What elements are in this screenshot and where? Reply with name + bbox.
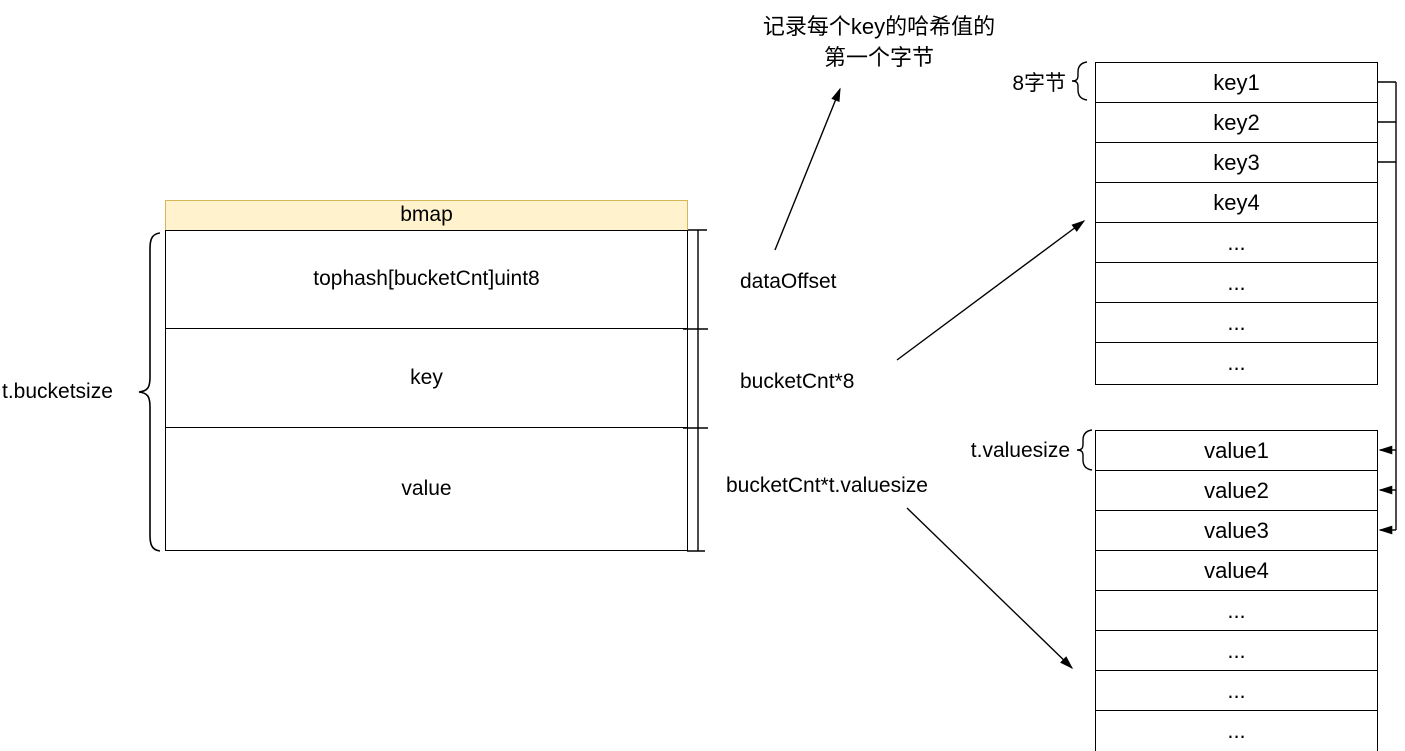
key-to-value-connectors: [1377, 81, 1397, 535]
bucketsize-label: t.bucketsize: [2, 380, 113, 403]
value-array-cell: ...: [1227, 718, 1246, 743]
value-array-cell: ...: [1096, 591, 1377, 631]
key-array-cell: ...: [1096, 263, 1377, 303]
tophash-annotation: 记录每个key的哈希值的 第一个字节: [728, 11, 1030, 73]
bucketcnt8-label: bucketCnt*8: [740, 370, 855, 393]
key-size-label: 8字节: [1012, 72, 1066, 95]
arrow-bucketcntvaluesize-to-values: [906, 507, 1074, 670]
tophash-annotation-line2: 第一个字节: [823, 45, 934, 70]
value-array-cell: value3: [1096, 511, 1377, 551]
bmap-row-key: key: [166, 329, 687, 428]
key-array-cell: ...: [1096, 223, 1377, 263]
bmap-row-tophash: tophash[bucketCnt]uint8: [166, 231, 687, 329]
key-array-cell: key4: [1096, 183, 1377, 223]
value-size-label: t.valuesize: [970, 439, 1070, 462]
value-array-cell: ...: [1096, 631, 1377, 671]
arrow-bucketcnt8-to-keys: [896, 220, 1086, 361]
value-array-cell: value4: [1096, 551, 1377, 591]
bmap-title-box: bmap: [165, 200, 688, 231]
key-array-cell: ...: [1227, 350, 1246, 375]
tophash-annotation-line1: 记录每个key的哈希值的: [762, 14, 996, 39]
valuesize-brace: [1076, 429, 1093, 471]
value-array-cell: ...: [1096, 671, 1377, 711]
dataoffset-label: dataOffset: [740, 270, 837, 293]
value-array-cell: value1: [1096, 431, 1377, 471]
bucketsize-brace: [138, 232, 161, 552]
bmap-row-value: value: [401, 476, 452, 500]
bmap-struct-box: tophash[bucketCnt]uint8 key value: [165, 230, 688, 551]
key-array-cell: key1: [1096, 63, 1377, 103]
key-array-cell: key3: [1096, 143, 1377, 183]
bucketcnt-valuesize-label: bucketCnt*t.valuesize: [726, 474, 928, 497]
key-array-cell: key2: [1096, 103, 1377, 143]
keysize-brace: [1071, 61, 1088, 101]
value-array-table: value1 value2 value3 value4 ... ... ... …: [1095, 430, 1378, 751]
arrow-dataoffset-to-annotation: [774, 87, 841, 251]
key-array-cell: ...: [1096, 303, 1377, 343]
key-array-table: key1 key2 key3 key4 ... ... ... ...: [1095, 62, 1378, 385]
value-array-cell: value2: [1096, 471, 1377, 511]
bmap-title: bmap: [400, 203, 453, 226]
